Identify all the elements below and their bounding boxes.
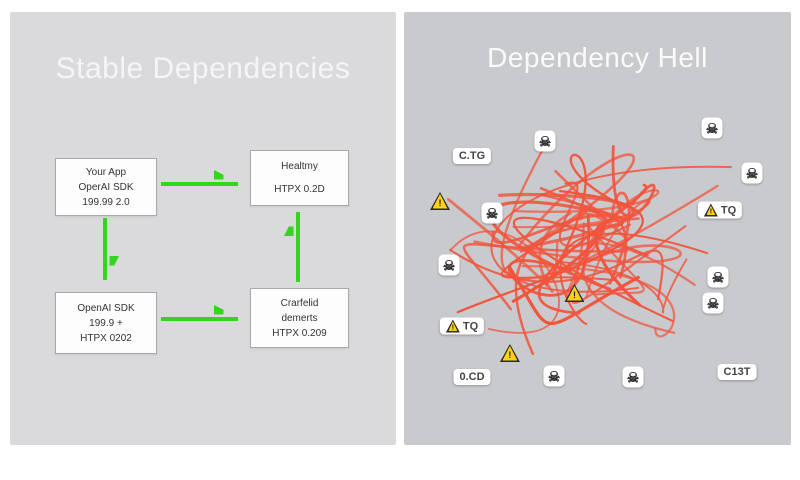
node-line: OpenAI SDK	[77, 302, 135, 314]
tangle-curve	[537, 183, 648, 315]
skull-icon: ☠	[622, 366, 644, 388]
badge-text: TQ	[462, 320, 479, 332]
tangle-curve	[490, 165, 732, 293]
node-line: HTPX 0.209	[272, 327, 327, 339]
tangle-curve	[449, 248, 664, 301]
badge-text: C.TG	[458, 150, 486, 162]
warning-exclamation: !	[508, 350, 512, 360]
label-badge-tq-left: ! TQ	[439, 317, 485, 335]
node-your-app: Your App OperAI SDK 199.99 2.0	[55, 158, 157, 216]
label-badge-tq-right: ! TQ	[697, 201, 743, 219]
skull-glyph: ☠	[547, 368, 561, 384]
skull-icon: ☠	[543, 365, 565, 387]
tangled-dependency-lines	[446, 140, 732, 356]
skull-glyph: ☠	[538, 133, 552, 149]
node-crarfelid: Crarfelid demerts HTPX 0.209	[250, 288, 349, 348]
node-line: HTPX 0202	[80, 332, 132, 344]
skull-icon: ☠	[701, 117, 723, 139]
warning-exclamation: !	[451, 324, 455, 332]
label-badge-ctg: C.TG	[452, 148, 492, 164]
tangle-curve	[559, 232, 709, 326]
node-line: HTPX 0.2D	[274, 184, 325, 195]
skull-icon: ☠	[702, 292, 724, 314]
skull-glyph: ☠	[626, 369, 640, 385]
warning-icon: !	[430, 192, 450, 210]
warning-triangle-fill	[448, 321, 458, 331]
panel-dependency-hell: Dependency Hell ☠ ☠ ☠ ☠ ☠ ☠ ☠ ☠ ☠ ! ! !	[404, 12, 791, 445]
label-badge-ocd: 0.CD	[453, 369, 491, 385]
dependency-arrows	[103, 12, 300, 321]
warning-exclamation: !	[709, 208, 713, 216]
tangle-curve	[514, 186, 609, 356]
badge-text: TQ	[720, 204, 737, 216]
tangle-curve	[516, 153, 636, 253]
warning-triangle-fill	[706, 205, 716, 215]
skull-icon: ☠	[707, 266, 729, 288]
tangle-curve	[545, 153, 627, 286]
skull-glyph: ☠	[485, 205, 499, 221]
right-panel-title: Dependency Hell	[487, 42, 708, 73]
warning-icon: !	[445, 319, 460, 333]
warning-exclamation: !	[438, 198, 442, 208]
node-line: 199.99 2.0	[82, 196, 130, 208]
warning-icon: !	[564, 284, 585, 302]
node-line: OperAI SDK	[78, 181, 134, 193]
skull-glyph: ☠	[745, 165, 759, 181]
warning-exclamation: !	[572, 290, 576, 300]
tangle-curve	[456, 189, 644, 314]
node-line: demerts	[281, 312, 318, 324]
warning-icon: !	[499, 344, 520, 362]
skull-icon: ☠	[534, 130, 556, 152]
node-line: Your App	[85, 166, 127, 178]
node-line: 199.9 +	[89, 317, 123, 329]
node-openai-sdk: OpenAI SDK 199.9 + HTPX 0202	[55, 292, 157, 354]
tangle-curve	[570, 222, 687, 304]
skull-glyph: ☠	[706, 295, 720, 311]
skull-icon: ☠	[741, 162, 763, 184]
tangle-curve	[449, 230, 560, 334]
label-badge-c13t: C13T	[717, 364, 757, 380]
tangle-curve	[521, 264, 676, 338]
tangle-curve	[581, 228, 676, 334]
node-healthy: Healtmy HTPX 0.2D	[250, 150, 349, 206]
node-line: Crarfelid	[280, 297, 319, 309]
skull-glyph: ☠	[711, 269, 725, 285]
tangle-curve	[473, 240, 682, 264]
skull-glyph: ☠	[442, 257, 456, 273]
skull-icon: ☠	[438, 254, 460, 276]
panel-stable-dependencies: Stable Dependencies Your App OperAI SDK …	[10, 12, 396, 445]
badge-text: 0.CD	[459, 371, 485, 383]
skull-icon: ☠	[481, 202, 503, 224]
tangle-curve	[560, 258, 688, 314]
node-line: Healtmy	[281, 161, 318, 172]
warning-icon: !	[703, 203, 718, 217]
skull-glyph: ☠	[705, 120, 719, 136]
tangle-curve	[608, 191, 631, 285]
tangle-curve	[512, 199, 651, 299]
tangle-curve	[462, 243, 628, 311]
badge-text: C13T	[723, 366, 751, 378]
left-panel-title: Stable Dependencies	[55, 52, 351, 85]
